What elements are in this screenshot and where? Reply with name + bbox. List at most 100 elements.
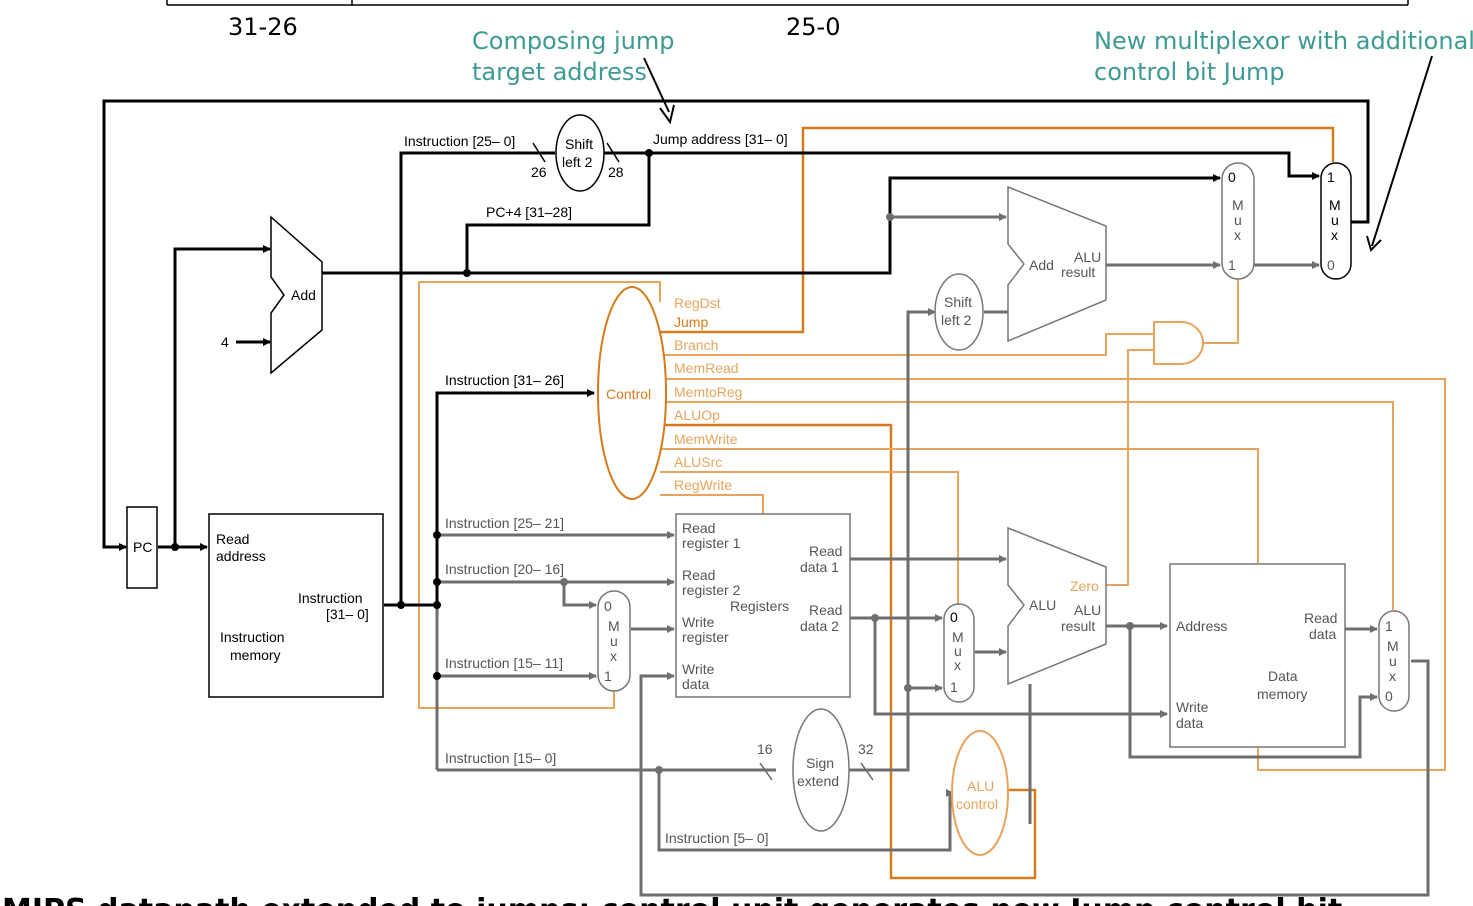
branch-mux	[1221, 162, 1255, 280]
field-opcode-bits: 31-26	[228, 13, 298, 41]
alu-result-label-1: ALU	[1074, 602, 1101, 618]
width-28: 28	[608, 164, 624, 180]
annotation-newmux-2: control bit Jump	[1094, 58, 1285, 86]
regdst-mux	[597, 590, 631, 692]
signal-regdst: RegDst	[674, 295, 721, 311]
rf-read-reg2-a: Read	[682, 567, 715, 583]
branch-shift-label-2: left 2	[941, 312, 972, 328]
alu-result-label-2: result	[1061, 618, 1095, 634]
branch-and-gate	[1153, 321, 1204, 365]
instruction-memory	[208, 513, 384, 698]
memtoreg-mux-1: 1	[1385, 618, 1393, 634]
sign-extend	[792, 708, 850, 832]
rf-write-reg-b: register	[682, 629, 729, 645]
alusrc-mux-0: 0	[950, 609, 958, 625]
width-16: 16	[757, 741, 773, 757]
signal-regwrite: RegWrite	[674, 477, 732, 493]
branch-shift-label-1: Shift	[944, 294, 972, 310]
control-wires	[418, 126, 1446, 880]
signal-memwrite: MemWrite	[674, 431, 738, 447]
junction-dots	[171, 149, 1134, 774]
dm-address-label: Address	[1176, 618, 1227, 634]
annotation-composing-2: target address	[472, 58, 647, 86]
imem-bits-label: [31– 0]	[326, 606, 369, 622]
instr-5-0-label: Instruction [5– 0]	[665, 830, 769, 846]
branch-mux-1: 1	[1228, 257, 1236, 273]
memtoreg-mux-0: 0	[1385, 688, 1393, 704]
regdst-mux-0: 0	[604, 598, 612, 614]
alu-zero-label: Zero	[1070, 578, 1099, 594]
dm-write-label-2: data	[1176, 715, 1203, 731]
dm-read-label-2: data	[1309, 626, 1336, 642]
alusrc-mux-u: u	[954, 643, 962, 659]
regdst-mux-u: u	[610, 633, 618, 649]
field-address-bits: 25-0	[786, 13, 840, 41]
instr-31-26-label: Instruction [31– 26]	[445, 372, 564, 388]
regdst-mux-1: 1	[604, 668, 612, 684]
jump-shift-label-2: left 2	[562, 154, 593, 170]
alusrc-mux-x: x	[954, 657, 961, 673]
annotation-arrow-composing	[643, 57, 670, 113]
jump-mux-x: x	[1331, 227, 1338, 243]
instr-15-11-label: Instruction [15– 11]	[445, 655, 563, 671]
alu-control	[951, 730, 1009, 856]
jump-mux-m: M	[1329, 197, 1341, 213]
memtoreg-mux-u: u	[1389, 653, 1397, 669]
register-file	[675, 513, 851, 698]
sign-extend-label-1: Sign	[806, 755, 834, 771]
dm-read-label-1: Read	[1304, 610, 1337, 626]
branch-adder-result-1: ALU	[1074, 249, 1101, 265]
rf-write-reg-a: Write	[682, 614, 715, 630]
rf-read-reg1-a: Read	[682, 520, 715, 536]
signal-aluop: ALUOp	[674, 407, 720, 423]
rf-read-data1-b: data 1	[800, 559, 839, 575]
alusrc-mux	[943, 603, 975, 703]
main-alu-label: ALU	[1029, 597, 1056, 613]
control-unit	[597, 286, 667, 500]
branch-mux-m: M	[1232, 197, 1244, 213]
signal-memtoreg: MemtoReg	[674, 384, 742, 400]
control-label: Control	[606, 386, 651, 402]
alusrc-mux-1: 1	[950, 679, 958, 695]
width-26: 26	[531, 164, 547, 180]
alusrc-mux-m: M	[952, 629, 964, 645]
annotation-arrow-newmux	[1371, 55, 1433, 247]
branch-mux-x: x	[1234, 227, 1241, 243]
dm-name-2: memory	[1257, 686, 1308, 702]
memtoreg-mux-x: x	[1389, 668, 1396, 684]
imem-name-1: Instruction	[220, 629, 285, 645]
footer-caption: MIPS datapath extended to jumps: control…	[2, 893, 1342, 906]
jump-mux-1: 1	[1327, 169, 1335, 185]
jump-address-label: Jump address [31– 0]	[653, 131, 788, 147]
annotation-composing-1: Composing jump	[472, 27, 674, 55]
instr-25-0-label: Instruction [25– 0]	[404, 133, 515, 149]
signal-alusrc: ALUSrc	[674, 454, 722, 470]
memtoreg-mux	[1378, 610, 1410, 712]
alu-control-label-1: ALU	[967, 778, 994, 794]
signal-memread: MemRead	[674, 360, 739, 376]
rf-write-data-a: Write	[682, 661, 715, 677]
rf-name: Registers	[730, 598, 789, 614]
branch-adder-label: Add	[1029, 257, 1054, 273]
imem-read-label: Read	[216, 531, 249, 547]
jump-mux	[1320, 162, 1352, 280]
imem-address-label: address	[216, 548, 266, 564]
signal-branch: Branch	[674, 337, 718, 353]
sign-extend-label-2: extend	[797, 773, 839, 789]
regdst-mux-m: M	[608, 618, 620, 634]
annotation-newmux-1: New multiplexor with additional	[1094, 27, 1473, 55]
instr-20-16-label: Instruction [20– 16]	[445, 561, 564, 577]
branch-adder-result-2: result	[1061, 264, 1095, 280]
imem-name-2: memory	[230, 647, 281, 663]
rf-read-reg2-b: register 2	[682, 582, 741, 598]
branch-shift-left-2	[934, 273, 984, 351]
instr-25-21-label: Instruction [25– 21]	[445, 515, 564, 531]
pc-adder-label: Add	[291, 287, 316, 303]
gray-wires	[435, 213, 1430, 897]
pc-register	[126, 506, 158, 589]
dm-write-label-1: Write	[1176, 699, 1209, 715]
branch-mux-u: u	[1234, 212, 1242, 228]
imem-instruction-label: Instruction	[298, 590, 363, 606]
jump-mux-u: u	[1331, 212, 1339, 228]
